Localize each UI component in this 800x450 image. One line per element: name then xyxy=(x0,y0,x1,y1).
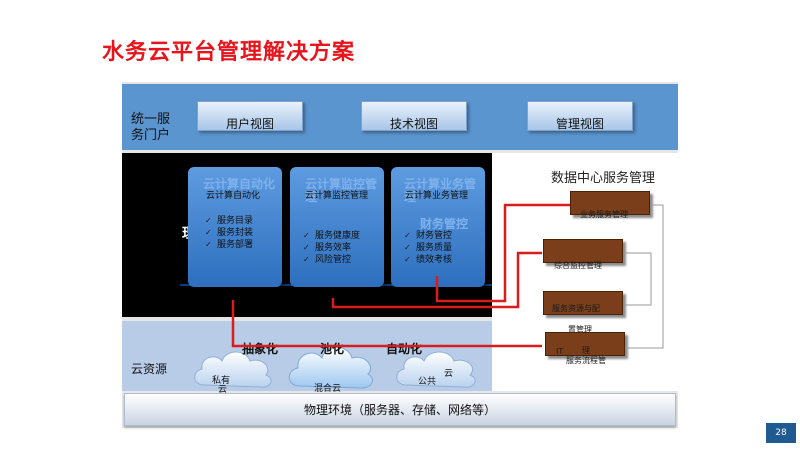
check-icon: ✓ xyxy=(404,255,411,264)
check-icon: ✓ xyxy=(303,231,310,240)
integrated-monitor-label: 综合监控管理 xyxy=(554,261,602,270)
private-cloud-label: 私有 xyxy=(212,376,231,386)
monitoring-ghost-title: 云计算监控管理 xyxy=(305,177,378,204)
it-process-box xyxy=(545,332,625,356)
check-icon: ✓ xyxy=(205,240,212,249)
public-cloud-label: 公共 xyxy=(418,377,437,387)
list-item: 服务健康度 xyxy=(315,231,361,241)
physical-environment-bar: 物理环境（服务器、存储、网络等） xyxy=(124,393,676,426)
business-service-mgmt-label: 业务服务管理 xyxy=(580,210,628,219)
list-item: 财务管控 xyxy=(416,231,453,241)
check-icon: ✓ xyxy=(303,255,310,264)
private-cloud-label-2: 云 xyxy=(218,385,228,395)
monitoring-head: 云计算监控管理 xyxy=(305,191,369,201)
monitoring-items: ✓ 服务健康度 ✓ 服务效率 ✓ 风险管控 xyxy=(303,230,360,266)
user-view-box: 用户视图 xyxy=(197,101,303,131)
pooling-label: 池化 xyxy=(320,342,345,356)
public-cloud-icon xyxy=(396,351,476,388)
page-number-badge: 28 xyxy=(766,423,796,443)
automation-head: 云计算自动化 xyxy=(206,191,261,201)
check-icon: ✓ xyxy=(205,216,212,225)
portal-label: 统一服务门户 xyxy=(131,112,171,143)
service-mgmt-title: 数据中心服务管理 xyxy=(551,171,656,186)
list-item: 绩效考核 xyxy=(416,255,453,265)
automation-card xyxy=(188,167,282,287)
resource-config-label: 服务资源与配 xyxy=(552,304,600,313)
private-cloud-icon xyxy=(194,351,272,388)
list-item: 服务效率 xyxy=(315,243,352,253)
list-item: 风险管控 xyxy=(315,255,352,265)
hybrid-cloud-label: 混合云 xyxy=(314,384,342,394)
check-icon: ✓ xyxy=(303,243,310,252)
public-cloud-label-2: 云 xyxy=(444,369,454,379)
resource-config-label-2: 置管理 xyxy=(568,325,592,334)
mgmt-view-box: 管理视图 xyxy=(527,101,633,131)
check-icon: ✓ xyxy=(404,231,411,240)
business-items: ✓ 财务管控 ✓ 服务质量 ✓ 绩效考核 xyxy=(404,230,452,266)
list-item: 服务封装 xyxy=(217,228,254,238)
list-item: 服务部署 xyxy=(217,240,254,250)
list-item: 服务目录 xyxy=(217,216,254,226)
automation-items: ✓ 服务目录 ✓ 服务封装 ✓ 服务部署 xyxy=(205,215,253,251)
list-item: 服务质量 xyxy=(416,243,453,253)
it-process-prefix: IT xyxy=(556,347,564,356)
abstraction-label: 抽象化 xyxy=(242,342,279,356)
tech-view-box: 技术视图 xyxy=(361,101,467,131)
check-icon: ✓ xyxy=(404,243,411,252)
page-title: 水务云平台管理解决方案 xyxy=(102,40,356,65)
automation-label: 自动化 xyxy=(386,342,423,356)
business-ghost-title: 云计算业务管理 xyxy=(404,177,477,204)
business-head: 云计算业务管理 xyxy=(405,191,469,201)
automation-ghost-title: 云计算自动化 xyxy=(203,177,276,191)
cloud-resource-label: 云资源 xyxy=(131,362,168,376)
it-process-label: 服务流程管 xyxy=(566,356,606,365)
check-icon: ✓ xyxy=(205,228,212,237)
hybrid-cloud-icon xyxy=(288,347,373,389)
it-process-mid: 理 xyxy=(582,346,590,355)
